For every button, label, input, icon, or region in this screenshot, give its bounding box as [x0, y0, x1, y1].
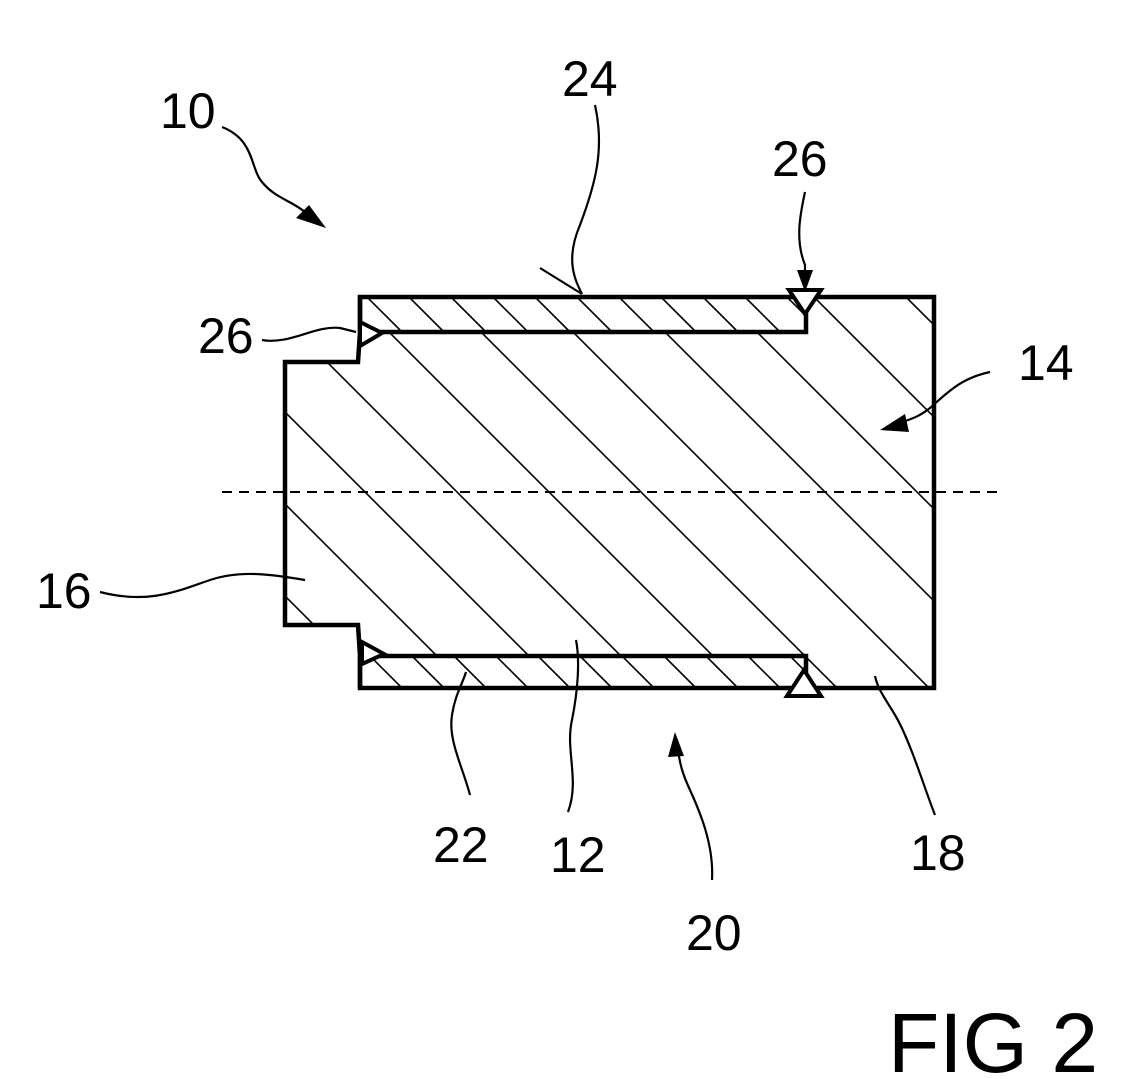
hatch-line: [370, 656, 402, 688]
hatch-line: [262, 297, 653, 688]
hatch-line: [454, 656, 486, 688]
hatch-line: [325, 297, 360, 332]
hatch-line: [577, 297, 612, 332]
hatch-line: [538, 656, 570, 688]
ref-label-16: 16: [36, 563, 92, 619]
leader-24: [572, 105, 599, 294]
leader-20: [678, 750, 712, 880]
weld-bottom-right: [787, 670, 821, 696]
ref-label-20: 20: [686, 905, 742, 961]
leader-26-left: [262, 328, 356, 341]
weld-bottom-left: [362, 642, 384, 664]
ref-label-18: 18: [910, 825, 966, 881]
ref-label-22: 22: [433, 817, 489, 873]
hatch-line: [706, 656, 738, 688]
sleeve-top-inner-edge: [365, 297, 806, 332]
arrow-14: [880, 414, 909, 432]
leader-18: [875, 676, 935, 815]
ref-label-24: 24: [562, 51, 618, 107]
ref-label-12: 12: [550, 827, 606, 883]
leader-10: [222, 127, 305, 212]
hatch-line: [703, 297, 738, 332]
weld-top-right: [789, 290, 821, 314]
hatch-line: [496, 656, 528, 688]
hatch-line: [832, 656, 864, 688]
hatch-line: [451, 297, 486, 332]
hatch-line: [0, 297, 377, 688]
figure-caption: FIG 2: [888, 996, 1098, 1079]
ref-label-26-left: 26: [198, 308, 254, 364]
hatch-line: [446, 297, 837, 688]
leader-14: [895, 372, 990, 425]
hatch-line: [409, 297, 444, 332]
hatch-line: [580, 656, 612, 688]
ref-label-26-top: 26: [772, 131, 828, 187]
leader-22: [451, 672, 470, 795]
weld-top-left: [360, 322, 382, 346]
ref-label-10: 10: [160, 83, 216, 139]
hatch-line: [745, 297, 780, 332]
ref-label-14: 14: [1018, 335, 1074, 391]
hatch-line: [829, 297, 864, 332]
hatch-line: [412, 656, 444, 688]
hatch-line: [535, 297, 570, 332]
arrow-20: [668, 732, 684, 757]
hatch-line: [328, 656, 360, 688]
leader-16: [100, 574, 305, 597]
sleeve-bottom-hatching: [328, 656, 864, 688]
hatch-line: [661, 297, 696, 332]
hatch-line: [493, 297, 528, 332]
leader-12: [568, 640, 578, 812]
sleeve-top-hatching: [325, 297, 864, 332]
hatch-line: [664, 656, 696, 688]
hatch-line: [748, 656, 780, 688]
hatch-line: [1090, 297, 1135, 688]
hatch-line: [622, 656, 654, 688]
hatch-line: [619, 297, 654, 332]
